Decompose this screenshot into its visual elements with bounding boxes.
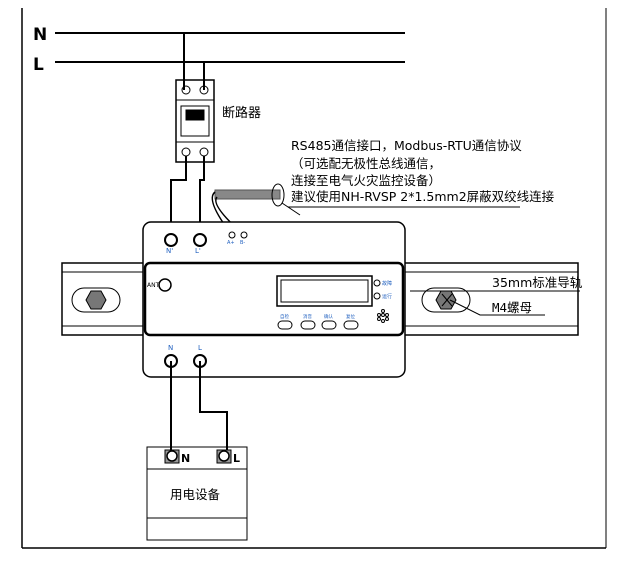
electrical-device: N L 用电设备 — [146, 446, 248, 541]
meter-buttons: 自检 消音 确认 复位 — [277, 313, 359, 330]
rs485-note-line1: RS485通信接口，Modbus-RTU通信协议 — [291, 138, 522, 153]
device-terminal-l: L — [233, 452, 240, 465]
terminal-label-n-prime: N' — [166, 247, 173, 255]
l-line-label: L — [33, 55, 44, 75]
device-label: 用电设备 — [170, 487, 221, 502]
power-lines: N L — [33, 25, 405, 75]
lcd-display — [276, 275, 373, 307]
terminal-label-n: N — [168, 344, 173, 352]
hex-nut-right — [435, 290, 457, 310]
indicator-fault-label: 故障 — [382, 280, 392, 287]
nut-label: M4螺母 — [492, 300, 532, 315]
rs485-cable: RS485通信接口，Modbus-RTU通信协议 （可选配无极性总线通信， 连接… — [211, 138, 555, 236]
button-label: 自检 — [280, 313, 289, 320]
wires-to-device — [170, 361, 228, 455]
terminal-label-a: A+ — [227, 240, 235, 246]
terminal-label-b: B- — [240, 240, 245, 246]
antenna-label: ANT — [147, 282, 160, 289]
button-confirm[interactable] — [321, 320, 337, 330]
speaker-icon — [377, 309, 389, 323]
terminal-label-l-prime: L' — [195, 247, 201, 255]
device-terminal-n: N — [181, 452, 190, 465]
frame — [21, 8, 607, 549]
button-self-test[interactable] — [277, 320, 293, 330]
rs485-note-line2: （可选配无极性总线通信， — [291, 156, 441, 171]
rs485-note-line3: 连接至电气火灾监控设备） — [291, 173, 441, 188]
meter: N' L' A+ B- ANT 故障 运行 自检 消音 确认 复位 N L — [142, 221, 406, 378]
rs485-note-line4: 建议使用NH-RVSP 2*1.5mm2屏蔽双绞线连接 — [291, 189, 555, 204]
circuit-breaker: 断路器 — [175, 33, 261, 163]
button-label: 复位 — [346, 313, 355, 320]
rail-label: 35mm标准导轨 — [492, 275, 583, 290]
indicator-run-label: 运行 — [382, 293, 392, 300]
hex-nut-left — [85, 290, 107, 310]
button-reset[interactable] — [343, 320, 359, 330]
n-line-label: N — [33, 25, 47, 45]
antenna-port — [158, 278, 172, 292]
terminal-label-l: L — [198, 344, 202, 352]
button-mute[interactable] — [300, 320, 316, 330]
button-label: 确认 — [324, 313, 333, 320]
breaker-label: 断路器 — [222, 105, 261, 121]
button-label: 消音 — [303, 313, 312, 320]
wires-to-meter — [170, 156, 205, 232]
